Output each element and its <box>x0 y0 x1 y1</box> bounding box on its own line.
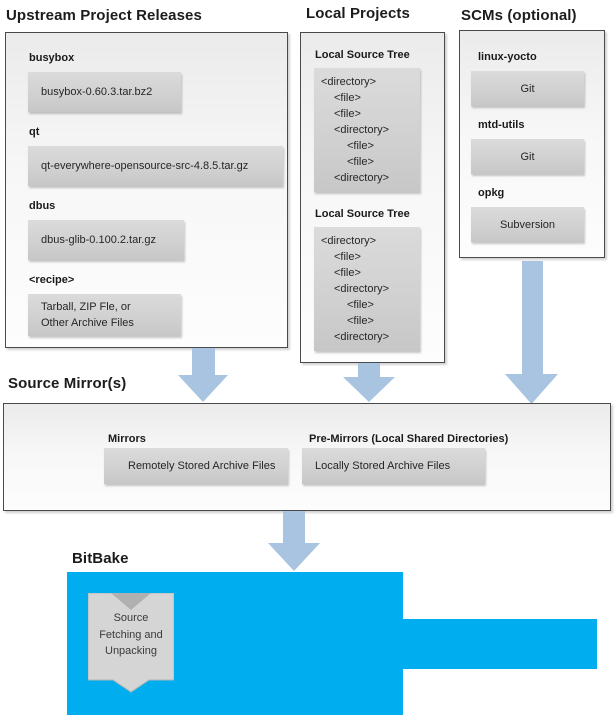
archive-filename: Other Archive Files <box>41 317 134 329</box>
mirrors-box: Remotely Stored Archive Files <box>104 448 288 484</box>
banner-line: Fetching and <box>99 628 163 641</box>
pre-mirrors-value: Locally Stored Archive Files <box>315 460 451 472</box>
arrow-local-to-mirrors-icon <box>343 363 395 402</box>
source-mirrors-title: Source Mirror(s) <box>8 375 127 392</box>
tree-entry: <file> <box>347 156 374 168</box>
tree-entry: <file> <box>334 92 361 104</box>
tree-entry: <file> <box>347 299 374 311</box>
bitbake-title: BitBake <box>72 550 129 567</box>
scm-project-label: opkg <box>478 187 505 199</box>
archive-filename: dbus-glib-0.100.2.tar.gz <box>41 234 156 246</box>
scm-type-box: Subversion <box>471 207 584 242</box>
upstream-item-label: <recipe> <box>29 274 75 286</box>
banner-line: Unpacking <box>105 645 157 657</box>
upstream-title: Upstream Project Releases <box>6 7 202 24</box>
scm-type: Git <box>520 150 535 163</box>
upstream-item-label: dbus <box>29 200 56 212</box>
local-projects-title: Local Projects <box>306 5 410 22</box>
upstream-panel: busybox busybox-0.60.3.tar.bz2 qt qt-eve… <box>5 32 288 348</box>
tree-entry: <file> <box>347 315 374 327</box>
upstream-item-label: busybox <box>29 52 75 64</box>
source-tree-box: <directory> <file> <file> <directory> <f… <box>314 68 420 192</box>
tree-entry: <directory> <box>334 124 390 136</box>
upstream-archive-box: Tarball, ZIP Fle, or Other Archive Files <box>28 294 181 336</box>
fetch-banner-icon <box>88 593 174 693</box>
bitbake-output-bar <box>403 619 597 669</box>
tree-entry: <directory> <box>334 172 390 184</box>
tree-entry: <file> <box>334 108 361 120</box>
mirrors-label: Mirrors <box>108 433 146 445</box>
upstream-archive-box: dbus-glib-0.100.2.tar.gz <box>28 220 184 260</box>
tree-entry: <directory> <box>334 331 390 343</box>
upstream-item-label: qt <box>29 126 40 138</box>
fetch-banner-text: Source Fetching and Unpacking <box>88 610 174 660</box>
tree-entry: <directory> <box>321 76 377 88</box>
upstream-archive-box: busybox-0.60.3.tar.bz2 <box>28 72 181 112</box>
tree-entry: <file> <box>334 251 361 263</box>
archive-filename: qt-everywhere-opensource-src-4.8.5.tar.g… <box>41 160 249 172</box>
archive-filename: busybox-0.60.3.tar.bz2 <box>41 86 153 98</box>
upstream-archive-box: qt-everywhere-opensource-src-4.8.5.tar.g… <box>28 146 283 186</box>
scm-project-label: mtd-utils <box>478 119 525 131</box>
pre-mirrors-label: Pre-Mirrors (Local Shared Directories) <box>309 433 509 445</box>
scms-title: SCMs (optional) <box>461 7 577 24</box>
scm-type: Subversion <box>499 218 556 231</box>
local-projects-panel: Local Source Tree <directory> <file> <fi… <box>300 32 445 363</box>
tree-entry: <directory> <box>334 283 390 295</box>
arrow-scms-to-mirrors-icon <box>505 261 558 404</box>
tree-entry: <file> <box>334 267 361 279</box>
source-mirrors-panel: Mirrors Remotely Stored Archive Files Pr… <box>3 403 611 511</box>
arrow-upstream-to-mirrors-icon <box>178 348 228 402</box>
archive-filename: Tarball, ZIP Fle, or <box>41 301 131 313</box>
tree-entry: <directory> <box>321 235 377 247</box>
scm-type-box: Git <box>471 139 584 174</box>
banner-line: Source <box>113 612 149 624</box>
mirrors-value: Remotely Stored Archive Files <box>128 460 276 472</box>
scm-project-label: linux-yocto <box>478 51 537 63</box>
pre-mirrors-box: Locally Stored Archive Files <box>302 448 485 484</box>
arrow-mirrors-to-bitbake-icon <box>268 511 320 571</box>
scm-type: Git <box>520 82 535 95</box>
source-tree-box: <directory> <file> <file> <directory> <f… <box>314 227 420 351</box>
local-source-tree-label: Local Source Tree <box>315 49 410 61</box>
local-source-tree-label: Local Source Tree <box>315 208 410 220</box>
scm-type-box: Git <box>471 71 584 106</box>
scms-panel: linux-yocto Git mtd-utils Git opkg Subve… <box>459 30 605 258</box>
tree-entry: <file> <box>347 140 374 152</box>
